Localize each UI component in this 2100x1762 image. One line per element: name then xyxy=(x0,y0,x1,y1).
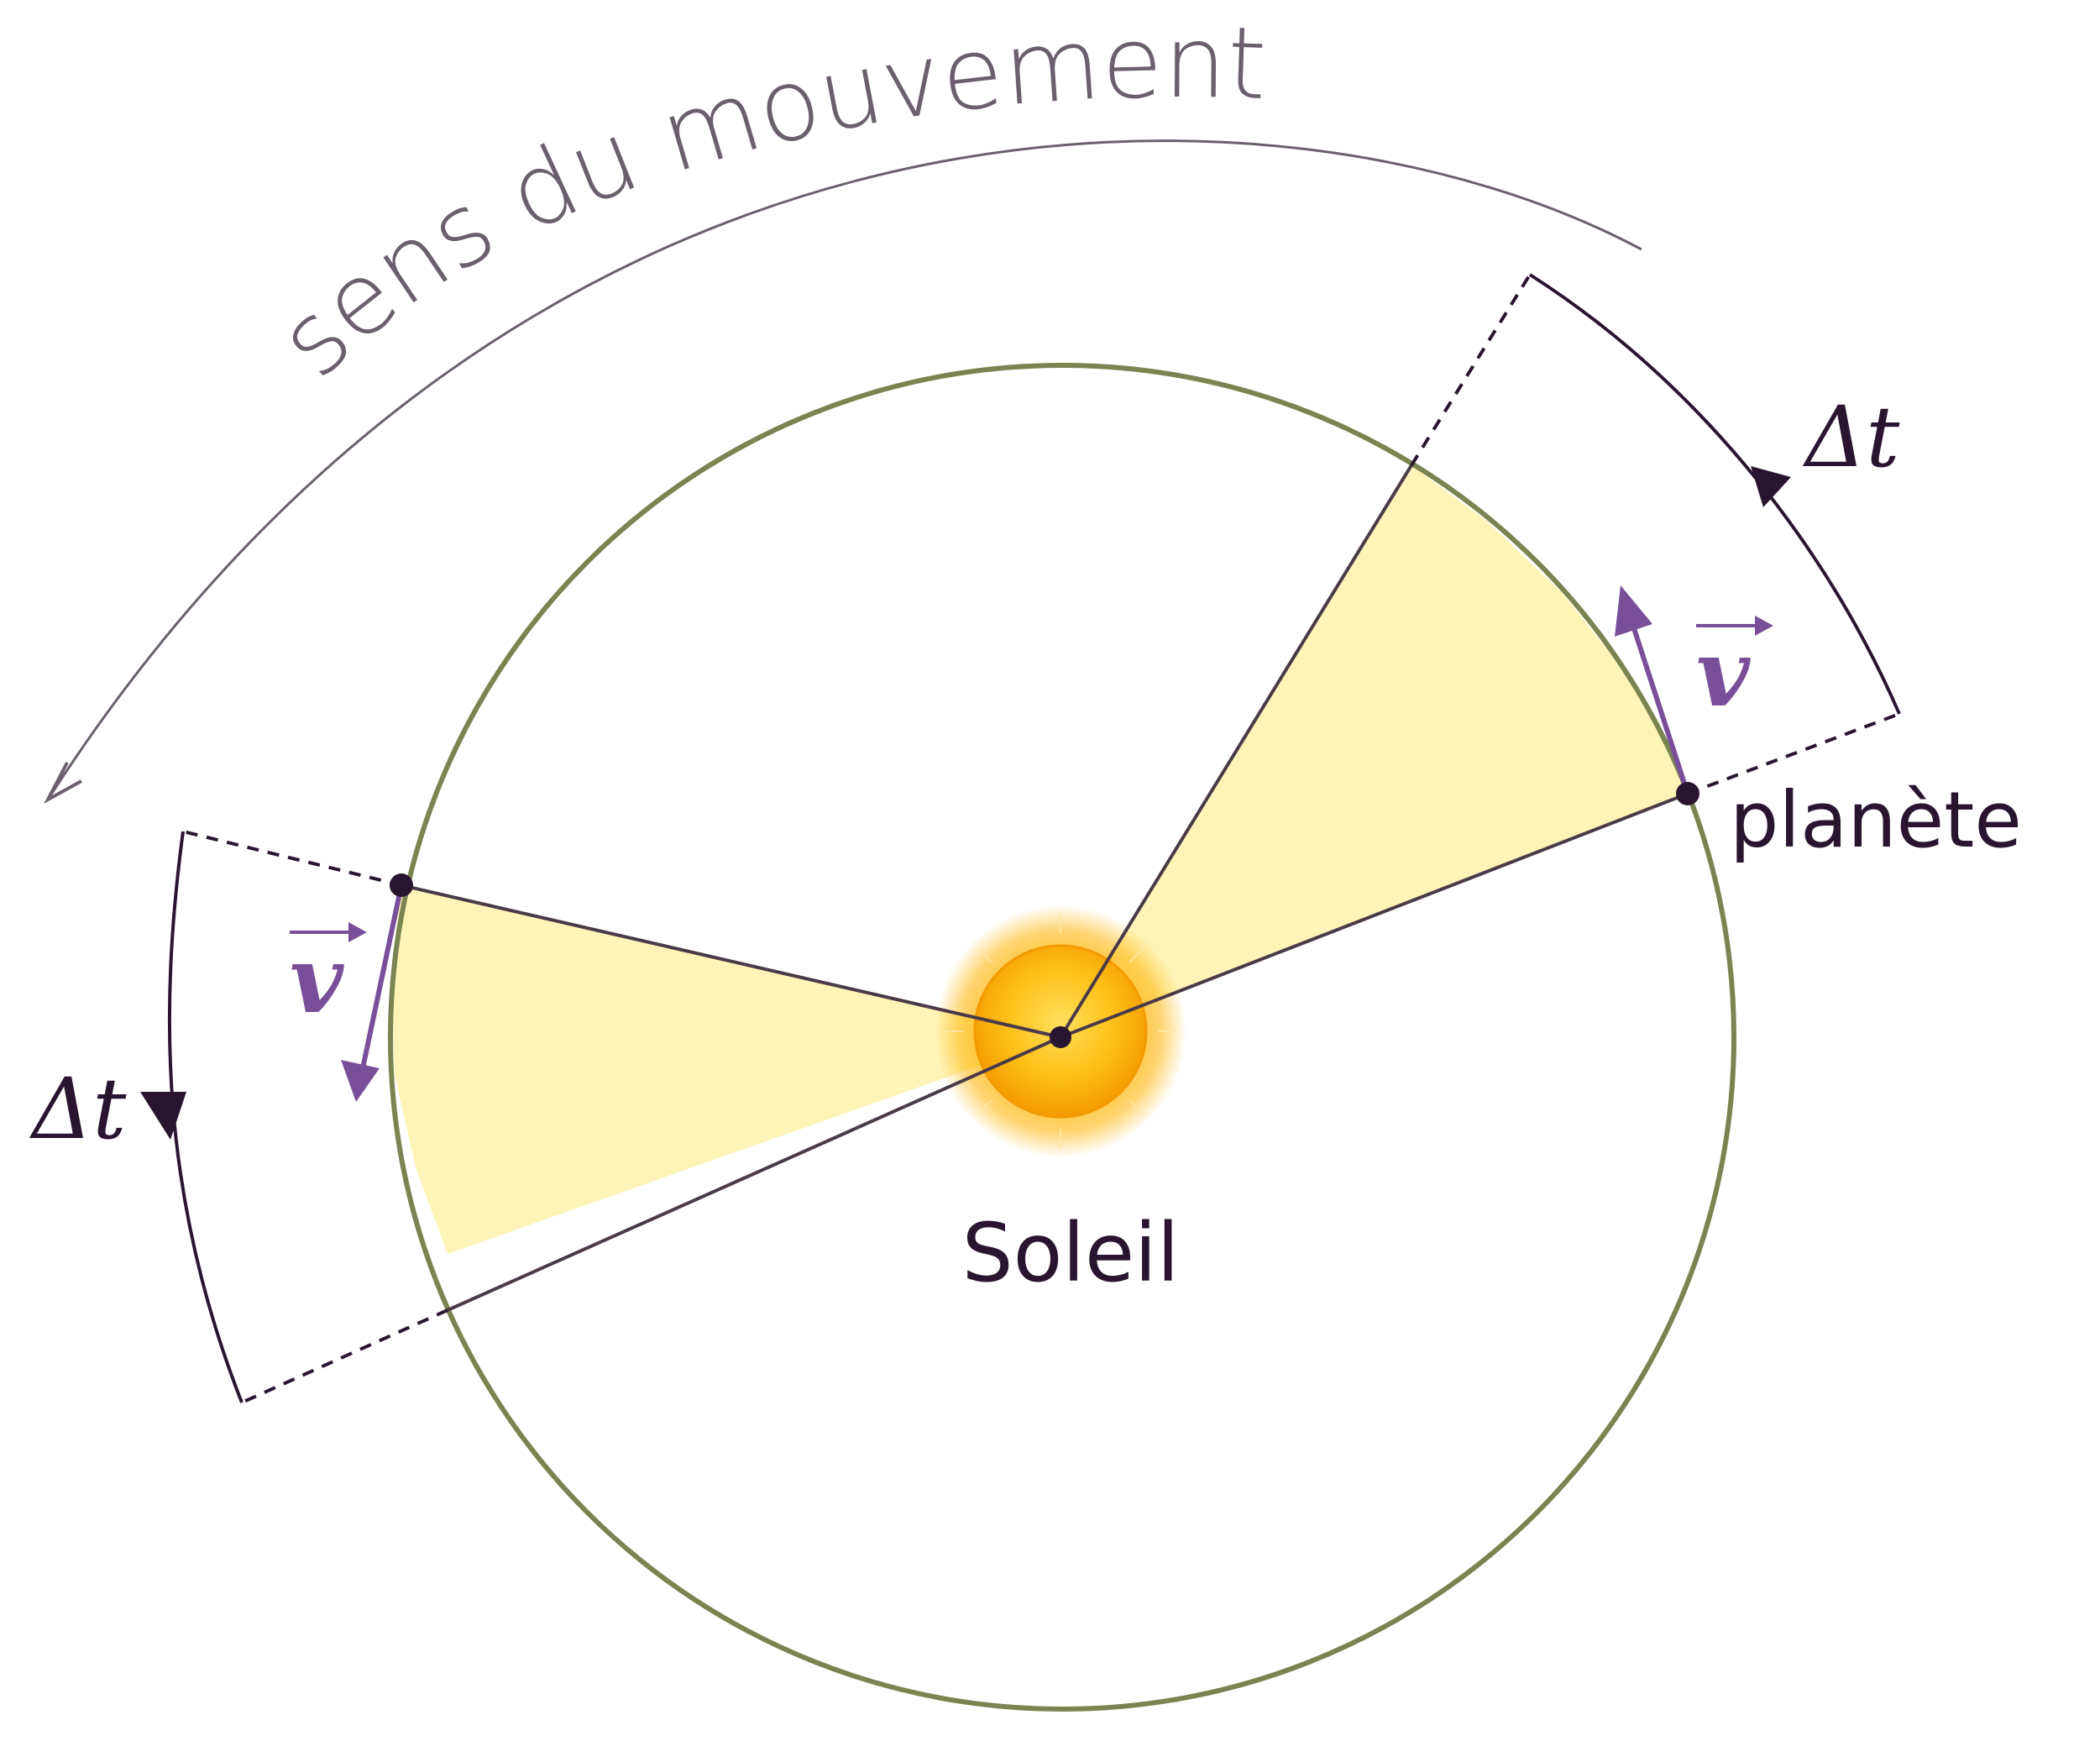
sun-center-point xyxy=(1050,1026,1071,1048)
radius-right-start xyxy=(1060,792,1689,1039)
delta-t-label-left: Δt xyxy=(29,1060,127,1158)
delta-t-arrowhead-right xyxy=(1751,466,1791,507)
dashed-extension-right-end xyxy=(1410,273,1532,467)
orbit xyxy=(388,363,1736,1712)
radius-right-end xyxy=(1059,464,1413,1039)
velocity-label-right-group: v xyxy=(1696,616,1773,727)
swept-area-right xyxy=(1060,465,1688,1037)
motion-direction-arrowhead xyxy=(44,762,82,804)
velocity-label-left-group: v xyxy=(290,922,367,1034)
planet-point-right xyxy=(1676,782,1699,805)
motion-direction-label: sens du mouvement xyxy=(256,4,1268,399)
planet-point-left xyxy=(390,873,413,897)
velocity-label-left: v xyxy=(290,926,344,1034)
velocity-arrowhead-right xyxy=(1615,585,1652,637)
radius-left-start xyxy=(401,884,1061,1039)
delta-t-arc-left xyxy=(167,831,244,1403)
motion-direction-arc xyxy=(46,139,1642,800)
swept-area-left xyxy=(391,885,1060,1254)
dashed-extension-left-end xyxy=(241,1308,448,1404)
radius-left-end xyxy=(447,1036,1061,1312)
velocity-vector-right xyxy=(1628,617,1690,794)
delta-t-label-right: Δt xyxy=(1802,388,1900,486)
delta-t-arrowhead-left xyxy=(140,1092,186,1140)
velocity-label-right: v xyxy=(1696,619,1751,727)
sun-label: Soleil xyxy=(962,1206,1180,1300)
planet-label: planète xyxy=(1730,775,2022,865)
dashed-extension-left-start xyxy=(182,830,402,887)
velocity-vector-left xyxy=(360,884,404,1069)
velocity-arrowhead-left xyxy=(341,1060,380,1102)
dashed-extension-right-start xyxy=(1687,712,1900,795)
